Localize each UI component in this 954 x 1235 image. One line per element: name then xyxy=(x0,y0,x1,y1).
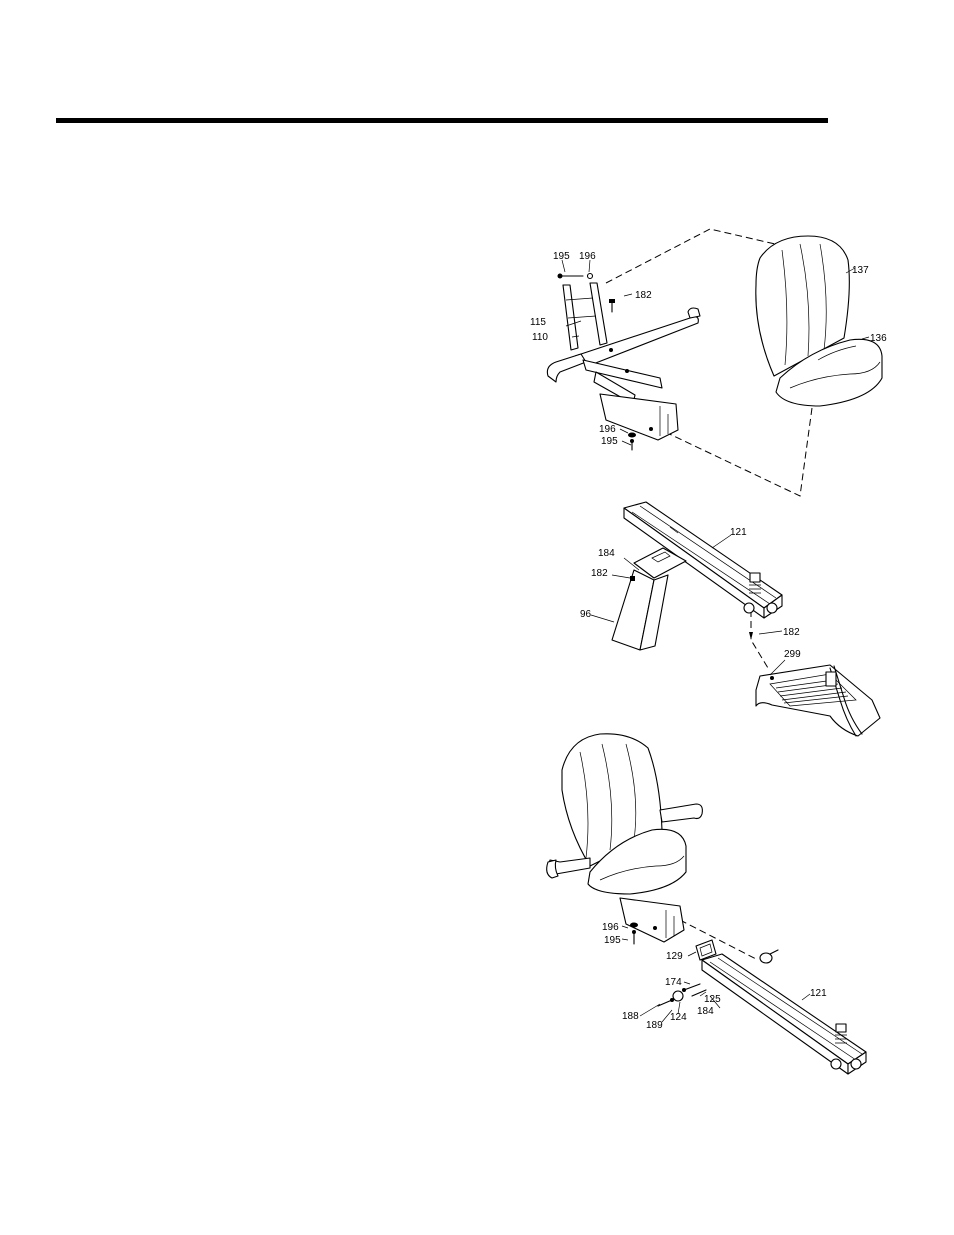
callout-121: 121 xyxy=(810,988,827,999)
assembled-seat-drawing xyxy=(546,733,703,943)
callout-136: 136 xyxy=(870,333,887,344)
seat-back-figure: 195 196 182 115 110 196 195 137 136 xyxy=(530,228,887,497)
seat-frame-drawing xyxy=(546,282,701,441)
callout-110: 110 xyxy=(532,332,548,343)
frame-section-drawing xyxy=(755,664,881,737)
header-rule xyxy=(56,118,828,123)
callout-174: 174 xyxy=(665,977,682,988)
callout-182: 182 xyxy=(635,290,652,301)
callout-188: 188 xyxy=(622,1011,639,1022)
callout-182-lower: 182 xyxy=(783,627,800,638)
callout-184: 184 xyxy=(697,1006,714,1017)
callout-137: 137 xyxy=(852,265,869,276)
callout-96: 96 xyxy=(580,609,592,620)
callout-124: 124 xyxy=(670,1012,687,1023)
callout-196-bottom: 196 xyxy=(599,424,616,435)
seat-back-cushion xyxy=(755,235,883,407)
callout-195-top: 195 xyxy=(553,251,570,262)
hardware-bolts xyxy=(557,272,636,451)
callout-115: 115 xyxy=(530,317,546,328)
callout-121: 121 xyxy=(730,527,747,538)
callout-195-bottom: 195 xyxy=(601,436,618,447)
callout-196: 196 xyxy=(602,922,619,933)
callout-129: 129 xyxy=(666,951,683,962)
callout-125: 125 xyxy=(704,994,721,1005)
callout-195: 195 xyxy=(604,935,621,946)
callout-182-upper: 182 xyxy=(591,568,608,579)
callout-299: 299 xyxy=(784,649,801,660)
seat-rail-drawing-2 xyxy=(695,939,867,1075)
seat-mounting-figure: 196 195 129 174 125 184 121 188 189 124 xyxy=(546,733,867,1075)
callout-184: 184 xyxy=(598,548,615,559)
hardware-bolts-2 xyxy=(630,922,707,1007)
seat-rail-figure: 121 184 182 96 182 299 xyxy=(580,501,881,737)
seat-post-drawing xyxy=(611,547,687,651)
seat-rail-drawing xyxy=(623,501,783,619)
callout-189: 189 xyxy=(646,1020,663,1031)
callout-196-top: 196 xyxy=(579,251,596,262)
